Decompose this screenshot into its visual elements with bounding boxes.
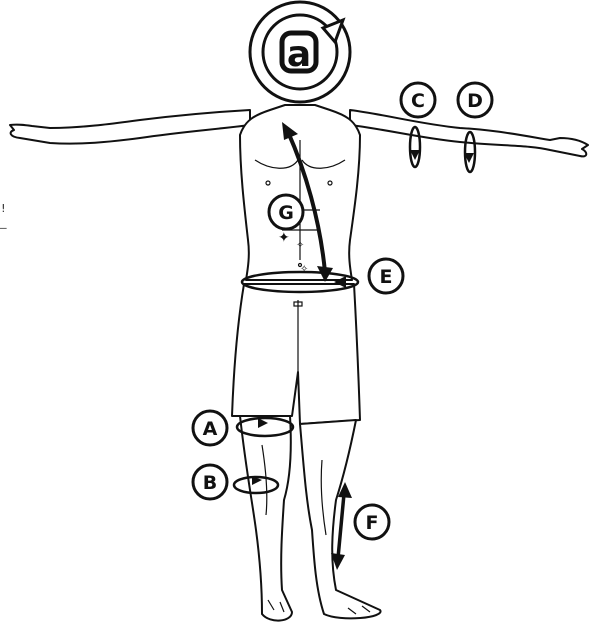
logo-glyph: a [287,34,311,75]
marker-e: E [369,259,403,293]
edge-mark-bottom: – [0,222,7,233]
sparkle-icon: ✦ [278,230,290,246]
marker-d: D [458,83,492,117]
marker-c-label: C [411,90,425,112]
marker-a-label: A [203,418,218,440]
marker-a: A [193,411,227,445]
left-arm [10,110,250,144]
marker-e-label: E [380,266,393,288]
marker-g: G [269,195,303,229]
body-outline [10,105,588,621]
shorts [232,284,360,424]
sparkle-icon: ✧ [300,264,308,275]
marker-f-label: F [366,512,379,534]
left-leg [240,416,292,621]
marker-c: C [401,83,435,117]
marker-g-label: G [278,202,294,224]
sparkle-icon: ✧ [296,240,304,251]
marker-b-label: B [203,472,217,494]
logo-badge: a [250,2,350,102]
marker-d-label: D [467,90,483,112]
marker-f: F [355,505,389,539]
marker-b: B [193,465,227,499]
edge-mark-top: ! [0,203,7,214]
